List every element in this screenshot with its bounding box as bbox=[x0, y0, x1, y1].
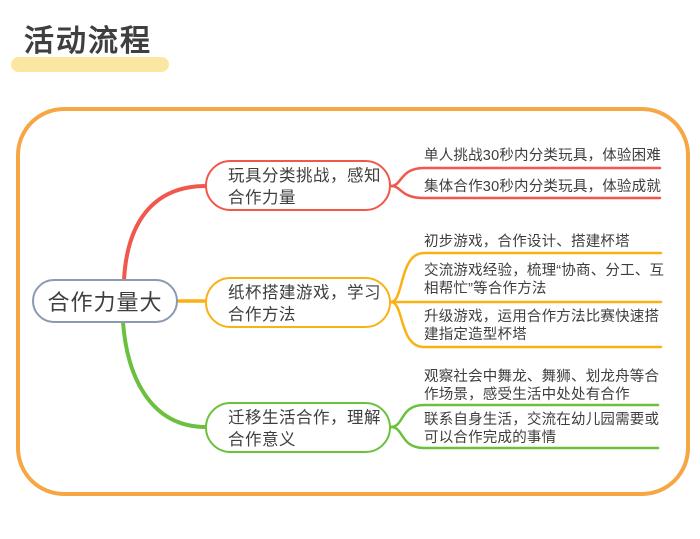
branch-topic-1-label: 玩具分类挑战，感知合作力量 bbox=[228, 167, 381, 207]
branch-topic-3: 迁移生活合作，理解合作意义 bbox=[205, 402, 391, 453]
mindmap-outer-border bbox=[16, 107, 690, 496]
connector-branch3-leaf2 bbox=[389, 425, 660, 450]
branch-topic-2-label: 纸杯搭建游戏，学习合作方法 bbox=[228, 284, 381, 324]
branch-topic-1: 玩具分类挑战，感知合作力量 bbox=[205, 160, 391, 211]
leaf-branch2-item2: 交流游戏经验，梳理“协商、分工、互相帮忙”等合作方法 bbox=[424, 263, 665, 297]
leaf-branch2-item1: 初步游戏，合作设计、搭建杯塔 bbox=[424, 234, 630, 250]
connector-branch2-leaf3 bbox=[389, 300, 663, 349]
leaf-branch1-item1: 单人挑战30秒内分类玩具，体验困难 bbox=[424, 148, 662, 164]
title-highlight-bar bbox=[11, 57, 169, 72]
leaf-branch2-item3: 升级游戏，运用合作方法比赛快速搭建指定造型杯塔 bbox=[424, 309, 660, 343]
connector-branch3-leaf1 bbox=[389, 403, 660, 429]
leaf-branch3-item2: 联系自身生活，交流在幼儿园需要或可以合作完成的事情 bbox=[424, 412, 660, 446]
page-title-block: 活动流程 bbox=[11, 22, 211, 78]
central-topic-label: 合作力量大 bbox=[47, 290, 163, 315]
connector-central-to-branch3 bbox=[121, 320, 208, 429]
leaf-branch1-item2: 集体合作30秒内分类玩具，体验成就 bbox=[424, 179, 662, 195]
connector-branch1-leaf2 bbox=[389, 184, 662, 200]
central-topic: 合作力量大 bbox=[32, 279, 178, 323]
connector-branch2-leaf1 bbox=[389, 251, 663, 304]
page-title: 活动流程 bbox=[24, 25, 152, 58]
leaf-branch3-item1: 观察社会中舞龙、舞狮、划龙舟等合作场景，感受生活中处处有合作 bbox=[424, 369, 660, 403]
connector-central-to-branch1 bbox=[122, 184, 208, 282]
branch-topic-3-label: 迁移生活合作，理解合作意义 bbox=[228, 409, 381, 449]
branch-topic-2: 纸杯搭建游戏，学习合作方法 bbox=[205, 277, 391, 328]
